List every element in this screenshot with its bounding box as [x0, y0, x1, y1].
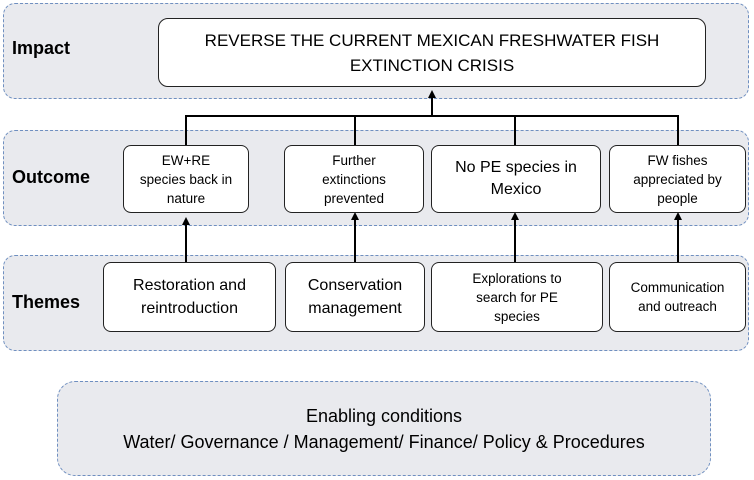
- theme-box-1: Restoration and reintroduction: [103, 262, 276, 332]
- theme-box-2: Conservation management: [285, 262, 425, 332]
- outcome-box-1-text: EW+RE species back in nature: [139, 152, 233, 206]
- outcome-row-label: Outcome: [12, 167, 91, 187]
- outcome-box-2-text: Further extinctions prevented: [322, 152, 386, 206]
- theme-box-1-text: Restoration and reintroduction: [133, 277, 246, 317]
- impact-box: REVERSE THE CURRENT MEXICAN FRESHWATER F…: [158, 18, 706, 87]
- theme-box-4-text: Communication and outreach: [630, 280, 725, 314]
- theme-box-3: Explorations to search for PE species: [431, 262, 603, 332]
- outcome-box-4: FW fishes appreciated by people: [609, 145, 746, 213]
- theme-box-4: Communication and outreach: [609, 262, 746, 332]
- outcome-box-1: EW+RE species back in nature: [123, 145, 249, 213]
- outcome-box-3-text: No PE species in Mexico: [455, 159, 577, 198]
- themes-row-label: Themes: [12, 292, 81, 312]
- theme-box-3-text: Explorations to search for PE species: [472, 270, 562, 324]
- impact-row-label: Impact: [12, 38, 71, 58]
- enabling-conditions-items: Water/ Governance / Management/ Finance/…: [123, 431, 645, 452]
- enabling-conditions-box: Enabling conditions Water/ Governance / …: [57, 381, 711, 476]
- outcome-box-3: No PE species in Mexico: [431, 145, 601, 213]
- impact-box-text: REVERSE THE CURRENT MEXICAN FRESHWATER F…: [204, 30, 660, 75]
- enabling-conditions-title: Enabling conditions: [305, 405, 463, 426]
- outcome-box-2: Further extinctions prevented: [284, 145, 424, 213]
- theme-box-2-text: Conservation management: [307, 277, 403, 317]
- outcome-box-4-text: FW fishes appreciated by people: [633, 152, 722, 206]
